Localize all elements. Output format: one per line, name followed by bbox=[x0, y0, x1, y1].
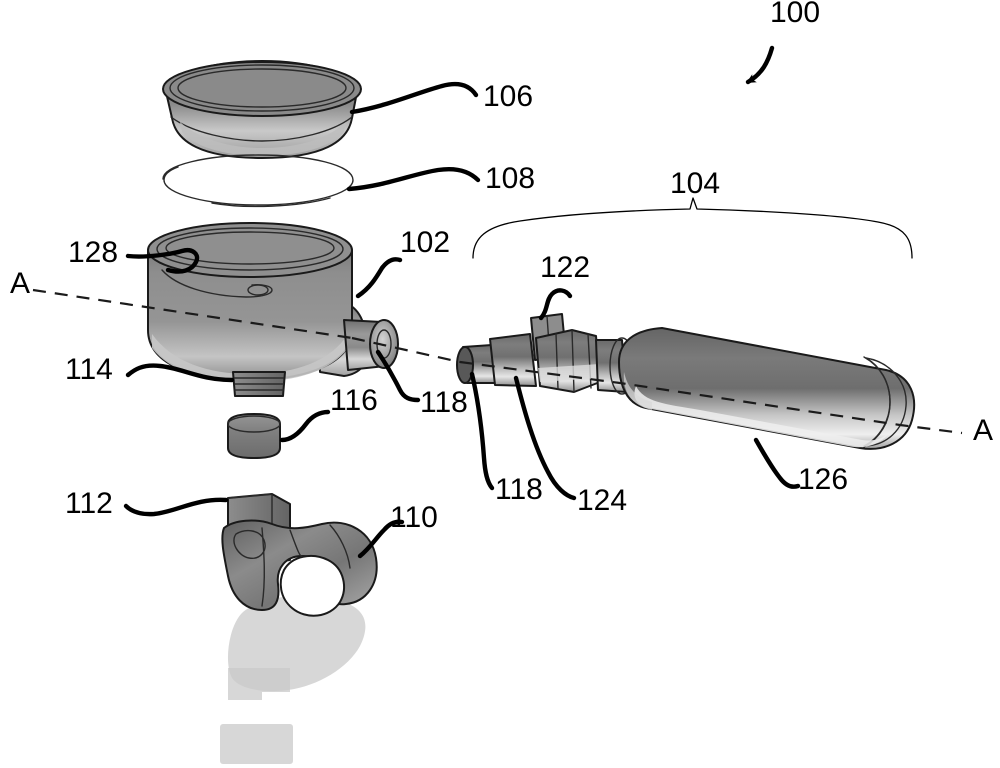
section-line-A-A: A A bbox=[10, 267, 993, 447]
hex-nut-highlight bbox=[538, 364, 600, 382]
section-dash-left bbox=[32, 288, 353, 340]
ref-label-112: 112 bbox=[65, 487, 113, 520]
lead-line-116 bbox=[279, 409, 331, 443]
clamp-shadow-tail bbox=[228, 668, 290, 700]
section-marker-left: A bbox=[10, 267, 30, 300]
bracket-104-curve bbox=[472, 197, 913, 259]
boss-threads bbox=[234, 377, 284, 391]
ref-label-100: 100 bbox=[770, 0, 820, 29]
ref-label-122: 122 bbox=[540, 251, 590, 284]
ref-label-102: 102 bbox=[400, 226, 450, 259]
ref-label-104: 104 bbox=[670, 167, 720, 200]
bowl-shade-band bbox=[170, 116, 353, 142]
cap-body bbox=[227, 413, 281, 459]
rim-tab-eyelet bbox=[247, 284, 269, 296]
clamp-seam-lines bbox=[261, 524, 351, 607]
ref-label-126: 126 bbox=[798, 463, 848, 496]
body-rim-outer bbox=[147, 222, 353, 278]
ref-label-110: 110 bbox=[390, 501, 438, 534]
part-110-112-clamp-assembly: 112 110 bbox=[65, 487, 438, 617]
ref-label-114: 114 bbox=[65, 353, 113, 386]
sealing-ring-shadow bbox=[211, 197, 331, 208]
part-126-gas-cartridge: 126 bbox=[618, 327, 916, 496]
part-124-hex-nut bbox=[535, 329, 601, 393]
rim-tab-shape bbox=[161, 269, 273, 298]
part-128-rim-tab bbox=[161, 269, 273, 298]
body-opening bbox=[165, 231, 335, 265]
sealing-ring-loop bbox=[162, 154, 354, 206]
body-bottom-highlight bbox=[152, 334, 348, 382]
ref-label-118-body-port: 118 bbox=[420, 386, 468, 419]
callout-100: 100 bbox=[745, 0, 820, 85]
part-108-sealing-ring: 108 bbox=[162, 154, 535, 208]
ref-label-106: 106 bbox=[483, 80, 533, 113]
ref-label-118-lower: 118 bbox=[495, 473, 543, 506]
lead-line-114 bbox=[125, 363, 235, 383]
lead-line-118-inlet bbox=[469, 371, 495, 491]
bowl-cavity bbox=[177, 68, 347, 108]
valve-barrel bbox=[489, 333, 537, 387]
lead-line-124 bbox=[513, 375, 577, 501]
bowl-rim-step bbox=[169, 64, 355, 112]
section-marker-right: A bbox=[973, 414, 993, 447]
ref-label-108: 108 bbox=[485, 162, 535, 195]
lead-line-108 bbox=[346, 166, 481, 192]
body-rim-step bbox=[156, 227, 344, 271]
assembly-104-gas-source: 122 126 bbox=[420, 251, 916, 517]
part-106-upper-bowl: 106 bbox=[162, 60, 533, 159]
lead-line-118-body-port bbox=[375, 349, 421, 403]
lead-line-128 bbox=[125, 248, 200, 274]
clamp-shadow-lower bbox=[220, 724, 293, 764]
clamp-shadow-group bbox=[220, 596, 366, 764]
cartridge-neck-highlight bbox=[623, 372, 652, 410]
part-102-main-body: 128 102 114 bbox=[65, 222, 450, 403]
clamp-left-jaw bbox=[233, 529, 266, 559]
callout-100-arrow bbox=[745, 45, 775, 85]
clamp-throat bbox=[279, 554, 345, 617]
ref-label-128: 128 bbox=[68, 236, 118, 269]
lead-line-110 bbox=[357, 519, 405, 559]
bowl-highlight bbox=[180, 122, 346, 156]
ref-label-116: 116 bbox=[330, 384, 378, 417]
bowl-rim-outer bbox=[162, 61, 362, 117]
cartridge-shell bbox=[618, 327, 916, 450]
lead-line-102 bbox=[355, 257, 403, 299]
lead-line-112 bbox=[123, 497, 229, 517]
lead-line-106 bbox=[349, 81, 479, 115]
part-118-inlet-connector bbox=[456, 344, 497, 384]
ref-label-124: 124 bbox=[577, 484, 627, 517]
part-116-cap: 116 bbox=[227, 384, 378, 459]
cartridge-end-seam bbox=[863, 356, 891, 448]
cartridge-highlight bbox=[634, 386, 892, 448]
bracket-104: 104 bbox=[472, 167, 913, 259]
section-dash-through-body bbox=[351, 336, 461, 364]
inlet-nipple-face bbox=[456, 346, 474, 384]
lead-line-126 bbox=[753, 437, 801, 489]
clamp-shadow-upper bbox=[227, 596, 366, 692]
cap-top bbox=[227, 415, 281, 433]
lead-line-122 bbox=[538, 288, 573, 321]
